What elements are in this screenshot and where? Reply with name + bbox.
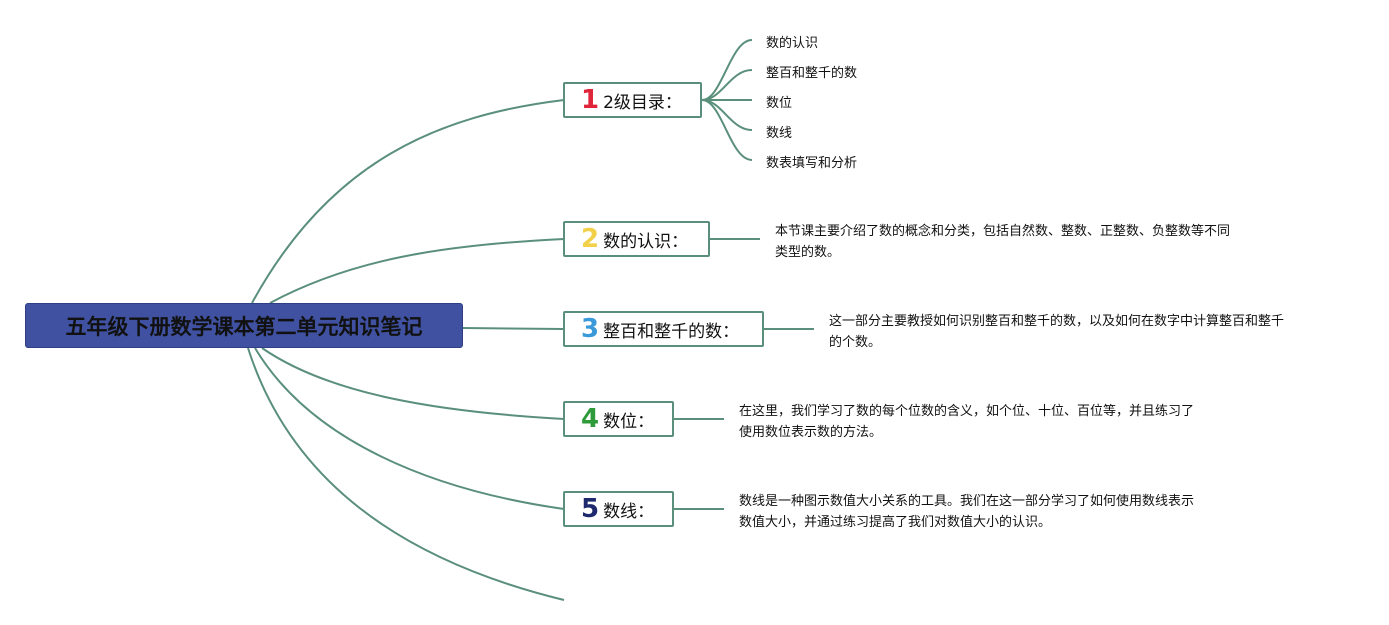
branch-4-node[interactable]: 4 数位： xyxy=(563,401,674,437)
branch-4-description[interactable]: 在这里，我们学习了数的每个位数的含义，如个位、十位、百位等，并且练习了 使用数位… xyxy=(739,401,1194,443)
connector-branch-6 xyxy=(247,347,565,601)
root-title: 五年级下册数学课本第二单元知识笔记 xyxy=(65,314,423,339)
leaf-item[interactable]: 数表填写和分析 xyxy=(766,156,858,171)
description-line: 类型的数。 xyxy=(775,245,841,260)
leaf-item[interactable]: 数位 xyxy=(766,96,793,111)
connector-branch-2 xyxy=(269,238,565,304)
connector-leaf-1 xyxy=(701,39,753,101)
number-3-icon: 3 xyxy=(581,314,600,344)
number-4-icon: 4 xyxy=(581,404,600,434)
description-line: 数线是一种图示数值大小关系的工具。我们在这一部分学习了如何使用数线表示 xyxy=(739,494,1195,509)
branch-2-node[interactable]: 2 数的认识： xyxy=(563,221,710,257)
leaf-item[interactable]: 数的认识 xyxy=(766,36,819,51)
connector-leaf-4 xyxy=(701,99,753,131)
branch-5-description[interactable]: 数线是一种图示数值大小关系的工具。我们在这一部分学习了如何使用数线表示 数值大小… xyxy=(739,491,1194,533)
description-line: 使用数位表示数的方法。 xyxy=(739,425,883,440)
leaf-item[interactable]: 数线 xyxy=(766,126,793,141)
number-2-icon: 2 xyxy=(581,224,600,254)
connector-leaf-2 xyxy=(701,69,753,101)
description-line: 这一部分主要教授如何识别整百和整千的数，以及如何在数字中计算整百和整千 xyxy=(829,314,1285,329)
branch-3-description[interactable]: 这一部分主要教授如何识别整百和整千的数，以及如何在数字中计算整百和整千 的个数。 xyxy=(829,311,1284,353)
description-line: 数值大小，并通过练习提高了我们对数值大小的认识。 xyxy=(739,515,1052,530)
branch-2-description[interactable]: 本节课主要介绍了数的概念和分类，包括自然数、整数、正整数、负整数等不同 类型的数… xyxy=(775,221,1230,263)
branch-5-label: 数线： xyxy=(603,501,655,522)
leaf-item[interactable]: 整百和整千的数 xyxy=(766,66,858,81)
connector-branch-4 xyxy=(261,347,565,420)
branch-5-node[interactable]: 5 数线： xyxy=(563,491,674,527)
branch-3-node[interactable]: 3 整百和整千的数： xyxy=(563,311,764,347)
branch-1-node[interactable]: 1 2级目录： xyxy=(563,82,702,118)
connector-branch-3 xyxy=(462,327,565,330)
number-5-icon: 5 xyxy=(581,494,600,524)
branch-4-label: 数位： xyxy=(603,411,655,432)
connector-branch-5 xyxy=(254,347,565,510)
connector-leaf-5 xyxy=(701,99,753,161)
description-line: 在这里，我们学习了数的每个位数的含义，如个位、十位、百位等，并且练习了 xyxy=(739,404,1195,419)
description-line: 本节课主要介绍了数的概念和分类，包括自然数、整数、正整数、负整数等不同 xyxy=(775,224,1231,239)
root-topic[interactable]: 五年级下册数学课本第二单元知识笔记 xyxy=(25,303,463,348)
description-line: 的个数。 xyxy=(829,335,882,350)
number-1-icon: 1 xyxy=(581,85,600,115)
branch-1-label: 2级目录： xyxy=(603,92,682,113)
connector-branch-1 xyxy=(251,99,565,304)
branch-2-label: 数的认识： xyxy=(603,231,689,252)
branch-3-label: 整百和整千的数： xyxy=(603,321,740,342)
